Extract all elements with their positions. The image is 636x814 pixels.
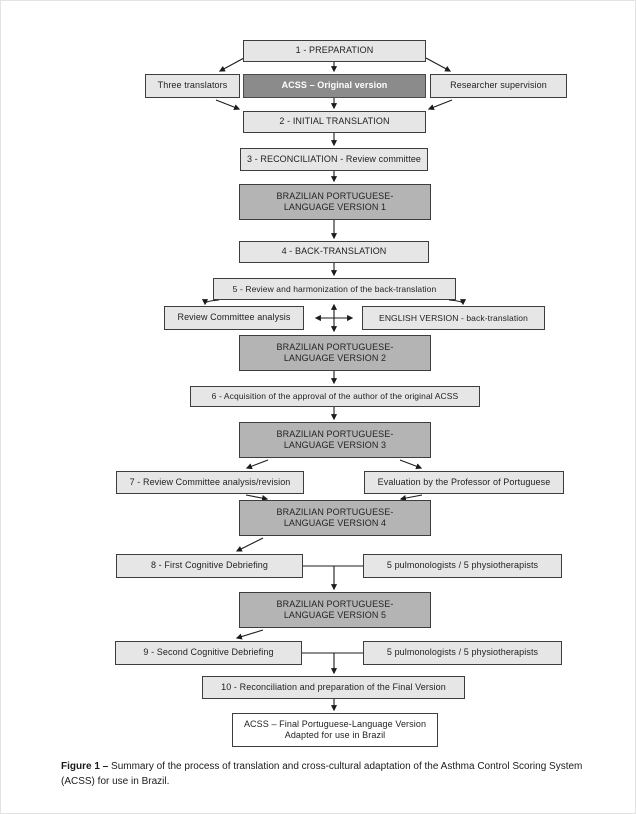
flow-english-version-label: ENGLISH VERSION - back-translation (379, 312, 528, 323)
arrow-step1-to-translators (218, 57, 245, 72)
flow-version4-line1: BRAZILIAN PORTUGUESE- (276, 506, 394, 517)
flow-version4-line2: LANGUAGE VERSION 4 (283, 518, 387, 528)
flow-version2-line2: LANGUAGE VERSION 2 (283, 353, 387, 363)
flow-step5-label: 5 - Review and harmonization of the back… (232, 283, 437, 294)
arrow-translators-to-step2 (215, 99, 241, 111)
flow-step6-label: 6 - Acquisition of the approval of the a… (211, 391, 459, 402)
flow-version5-line2: LANGUAGE VERSION 5 (283, 610, 387, 620)
flow-step8-first-debriefing: 8 - First Cognitive Debriefing (116, 554, 303, 578)
flow-acss-final-version: ACSS – Final Portuguese-Language Version… (232, 713, 438, 747)
flow-step2-initial-translation: 2 - INITIAL TRANSLATION (243, 111, 426, 133)
flow-review-analysis-label: Review Committee analysis (177, 312, 291, 323)
flow-step7-review-revision: 7 - Review Committee analysis/revision (116, 471, 304, 494)
flow-portuguese-version-4: BRAZILIAN PORTUGUESE- LANGUAGE VERSION 4 (239, 500, 431, 536)
flow-step8-label: 8 - First Cognitive Debriefing (150, 560, 269, 571)
flow-version3-line2: LANGUAGE VERSION 3 (283, 440, 387, 450)
flow-step4-back-translation: 4 - BACK-TRANSLATION (239, 241, 429, 263)
arrow-version4-to-step8 (235, 537, 264, 552)
flow-professor-evaluation: Evaluation by the Professor of Portugues… (364, 471, 564, 494)
flow-portuguese-version-3: BRAZILIAN PORTUGUESE- LANGUAGE VERSION 3 (239, 422, 431, 458)
flow-panel8-pulmonologists: 5 pulmonologists / 5 physiotherapists (363, 554, 562, 578)
flow-step4-label: 4 - BACK-TRANSLATION (281, 246, 387, 257)
arrow-step7-to-version4 (245, 494, 269, 502)
flow-version1-line2: LANGUAGE VERSION 1 (283, 202, 387, 212)
flow-portuguese-version-2: BRAZILIAN PORTUGUESE- LANGUAGE VERSION 2 (239, 335, 431, 371)
flow-final-line1: ACSS – Final Portuguese-Language Version (243, 718, 427, 729)
flow-step6-author-approval: 6 - Acquisition of the approval of the a… (190, 386, 480, 407)
figure-caption-text: Summary of the process of translation an… (61, 761, 583, 787)
flow-panel8-label: 5 pulmonologists / 5 physiotherapists (386, 560, 539, 571)
arrow-supervision-to-step2 (427, 99, 453, 111)
flow-step10-final-reconciliation: 10 - Reconciliation and preparation of t… (202, 676, 465, 699)
flow-step1-preparation: 1 - PREPARATION (243, 40, 426, 62)
flow-three-translators: Three translators (145, 74, 240, 98)
flow-supervision-label: Researcher supervision (450, 80, 547, 91)
flow-english-version-back-translation: ENGLISH VERSION - back-translation (362, 306, 545, 330)
flow-professor-label: Evaluation by the Professor of Portugues… (377, 476, 551, 487)
flow-step9-second-debriefing: 9 - Second Cognitive Debriefing (115, 641, 302, 665)
flow-step5-review-harmonization: 5 - Review and harmonization of the back… (213, 278, 456, 300)
figure-caption-number: Figure 1 – (61, 761, 109, 772)
flow-step2-label: 2 - INITIAL TRANSLATION (279, 116, 390, 127)
flow-step9-label: 9 - Second Cognitive Debriefing (143, 647, 274, 658)
flow-portuguese-version-1: BRAZILIAN PORTUGUESE- LANGUAGE VERSION 1 (239, 184, 431, 220)
flow-acss-original-label: ACSS – Original version (281, 80, 388, 91)
flow-translators-label: Three translators (157, 80, 228, 91)
flow-version3-line1: BRAZILIAN PORTUGUESE- (276, 428, 394, 439)
flow-version1-line1: BRAZILIAN PORTUGUESE- (276, 190, 394, 201)
flow-step3-reconciliation: 3 - RECONCILIATION - Review committee (240, 148, 428, 171)
flow-researcher-supervision: Researcher supervision (430, 74, 567, 98)
flow-step3-label: 3 - RECONCILIATION - Review committee (246, 153, 422, 164)
flow-final-line2: Adapted for use in Brazil (284, 730, 386, 740)
arrow-version5-to-step9 (235, 629, 264, 640)
flow-version5-line1: BRAZILIAN PORTUGUESE- (276, 598, 394, 609)
arrow-version3-to-professor (399, 459, 423, 470)
figure-caption: Figure 1 – Summary of the process of tra… (61, 759, 617, 789)
flow-version2-line1: BRAZILIAN PORTUGUESE- (276, 341, 394, 352)
flow-panel9-label: 5 pulmonologists / 5 physiotherapists (386, 647, 539, 658)
flow-panel9-pulmonologists: 5 pulmonologists / 5 physiotherapists (363, 641, 562, 665)
arrow-step1-to-supervision (425, 57, 452, 72)
flow-review-committee-analysis: Review Committee analysis (164, 306, 304, 330)
arrow-version3-to-step7 (245, 459, 269, 470)
hook-step5-to-english-version (448, 299, 467, 306)
flow-step10-label: 10 - Reconciliation and preparation of t… (221, 681, 446, 692)
flow-acss-original-version: ACSS – Original version (243, 74, 426, 98)
flow-step1-label: 1 - PREPARATION (295, 45, 374, 56)
flow-portuguese-version-5: BRAZILIAN PORTUGUESE- LANGUAGE VERSION 5 (239, 592, 431, 628)
flow-step7-label: 7 - Review Committee analysis/revision (129, 476, 291, 487)
arrow-professor-to-version4 (399, 494, 423, 502)
hook-step5-to-review-analysis (201, 299, 220, 306)
